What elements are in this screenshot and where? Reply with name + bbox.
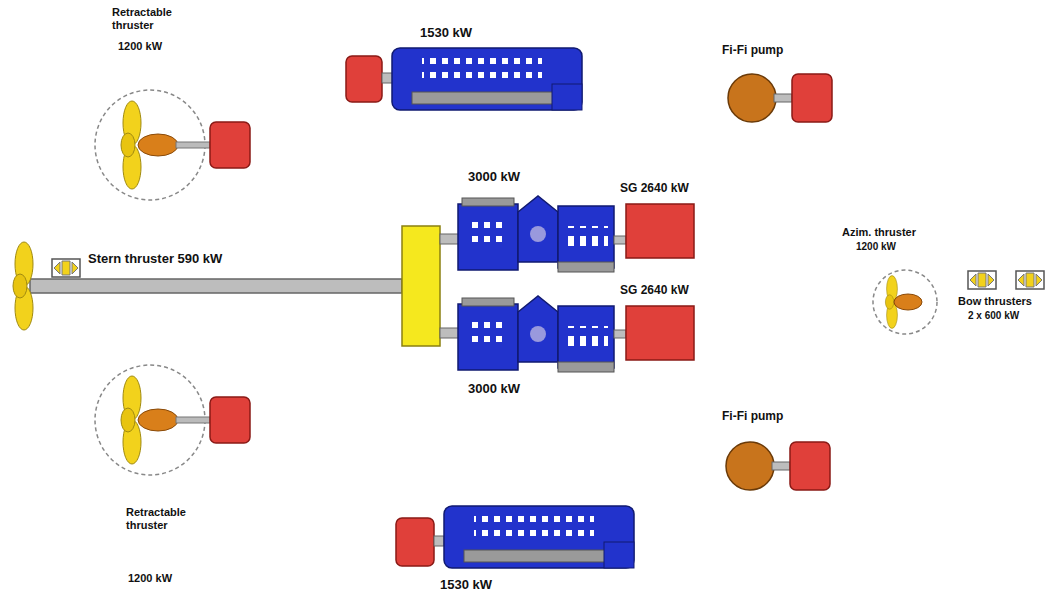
part-label: Azim. thruster xyxy=(842,226,916,239)
part-label: Fi-Fi pump xyxy=(722,410,783,424)
rating-label: 1530 kW xyxy=(420,26,472,41)
rating-label: 1200 kW xyxy=(128,572,172,585)
part-label: Fi-Fi pump xyxy=(722,44,783,58)
rating-label: 2 x 600 kW xyxy=(968,310,1019,322)
rating-label: 1200 kW xyxy=(856,241,896,253)
rating-label: SG 2640 kW xyxy=(620,182,689,196)
rating-label: 1530 kW xyxy=(440,578,492,593)
part-label: Retractable thruster xyxy=(112,6,192,31)
rating-label: 3000 kW xyxy=(468,170,520,185)
rating-label: 3000 kW xyxy=(468,382,520,397)
part-label: Retractable thruster xyxy=(126,506,206,531)
rating-label: SG 2640 kW xyxy=(620,284,689,298)
part-label: Bow thrusters xyxy=(958,295,1032,308)
part-label: Stern thruster 590 kW xyxy=(88,252,222,267)
rating-label: 1200 kW xyxy=(118,40,162,53)
